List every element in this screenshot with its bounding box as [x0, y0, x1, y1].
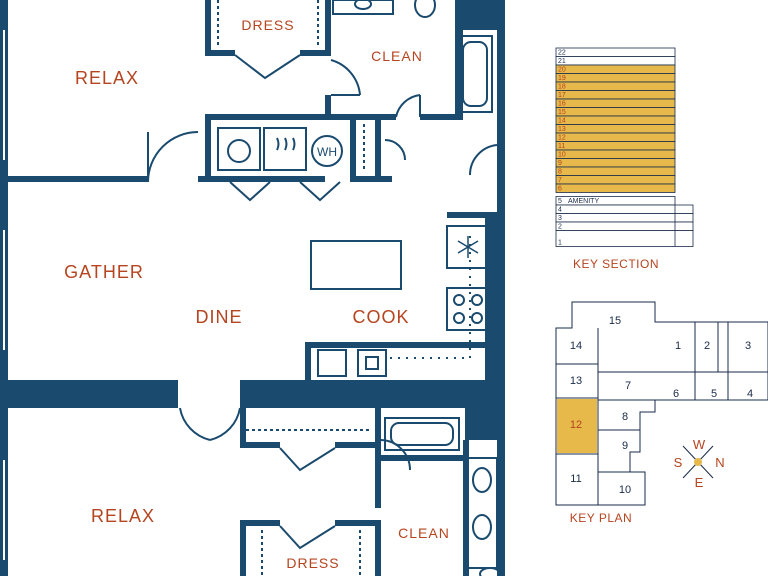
floor-label-19: 19: [558, 75, 566, 82]
compass-south: S: [674, 455, 683, 470]
floor-20: [555, 64, 676, 74]
unit-7: 7: [625, 380, 631, 392]
floor-label-14: 14: [558, 118, 566, 125]
room-dress-top: DRESS: [241, 17, 294, 33]
compass-icon: W S N E: [674, 437, 725, 490]
doors: [147, 54, 498, 550]
fixtures: [217, 0, 501, 576]
floor-label-3: 3: [558, 215, 562, 222]
floor-22: [555, 47, 676, 57]
floor-label-8: 8: [558, 169, 562, 176]
floor-18: [555, 81, 676, 91]
water-heater-label: WH: [317, 145, 337, 159]
key-plan: [555, 301, 768, 506]
unit-9: 9: [622, 440, 628, 452]
floor-label-4: 4: [558, 207, 562, 214]
floor-11: [555, 141, 676, 151]
unit-1: 1: [675, 340, 681, 352]
floor-label-15: 15: [558, 109, 566, 116]
floor-label-20: 20: [558, 67, 566, 74]
key-section-caption: KEY SECTION: [573, 257, 659, 271]
floor-label-18: 18: [558, 84, 566, 91]
floor-label-10: 10: [558, 152, 566, 159]
unit-13: 13: [570, 375, 582, 387]
amenity-label: AMENITY: [568, 198, 599, 205]
key-plan-caption: KEY PLAN: [570, 511, 632, 525]
unit-11: 11: [570, 473, 581, 485]
floor-label-9: 9: [558, 160, 562, 167]
compass-west: W: [693, 437, 706, 452]
room-dress-bottom: DRESS: [286, 555, 339, 571]
unit-10: 10: [619, 484, 631, 496]
room-gather: GATHER: [64, 262, 144, 282]
walls: [0, 0, 505, 576]
floor-16: [555, 98, 676, 108]
floor-1: [555, 230, 694, 247]
room-clean-top: CLEAN: [371, 48, 423, 64]
room-dine: DINE: [195, 307, 242, 327]
floor-19: [555, 73, 676, 83]
floor-4: [555, 204, 694, 214]
floor-label-12: 12: [558, 135, 566, 142]
key-plan-labels: 15 14 13 12 11 10 9 8 7 6 5 4 1 2 3: [570, 315, 753, 496]
unit-12: 12: [570, 419, 582, 431]
floor-label-17: 17: [558, 92, 566, 99]
unit-5: 5: [711, 388, 717, 400]
floor-label-1: 1: [558, 240, 562, 247]
unit-15: 15: [609, 315, 621, 327]
floor-9: [555, 158, 676, 168]
room-relax-bottom: RELAX: [91, 506, 155, 526]
floor-17: [555, 90, 676, 100]
unit-6: 6: [673, 388, 679, 400]
room-cook: COOK: [352, 307, 409, 327]
room-relax-top: RELAX: [75, 68, 139, 88]
floor-label-5: 5: [558, 198, 562, 205]
unit-3: 3: [745, 340, 751, 352]
floor-15: [555, 107, 676, 117]
floor-10: [555, 149, 676, 159]
floor-label-22: 22: [558, 50, 566, 57]
floor-13: [555, 124, 676, 134]
floor-label-21: 21: [558, 58, 566, 65]
floor-label-13: 13: [558, 126, 566, 133]
floor-12: [555, 132, 676, 142]
room-clean-bottom: CLEAN: [398, 525, 450, 541]
floor-label-6: 6: [558, 186, 562, 193]
floor-14: [555, 115, 676, 125]
key-plan-highlight-unit: [557, 399, 597, 453]
floor-label-7: 7: [558, 177, 562, 184]
floor-2: [555, 221, 694, 231]
unit-14: 14: [570, 340, 582, 352]
unit-8: 8: [622, 411, 628, 423]
floor-21: [555, 56, 676, 66]
snowflake-icon: [457, 236, 479, 258]
floor-label-16: 16: [558, 101, 566, 108]
floor-8: [555, 166, 676, 176]
compass-north: N: [715, 455, 724, 470]
compass-east: E: [695, 475, 704, 490]
floor-label-2: 2: [558, 224, 562, 231]
unit-2: 2: [704, 340, 710, 352]
floor-label-11: 11: [558, 143, 565, 150]
floor-3: [555, 213, 694, 223]
unit-4: 4: [747, 388, 753, 400]
floor-7: [555, 175, 676, 185]
floor-6: [555, 183, 676, 193]
